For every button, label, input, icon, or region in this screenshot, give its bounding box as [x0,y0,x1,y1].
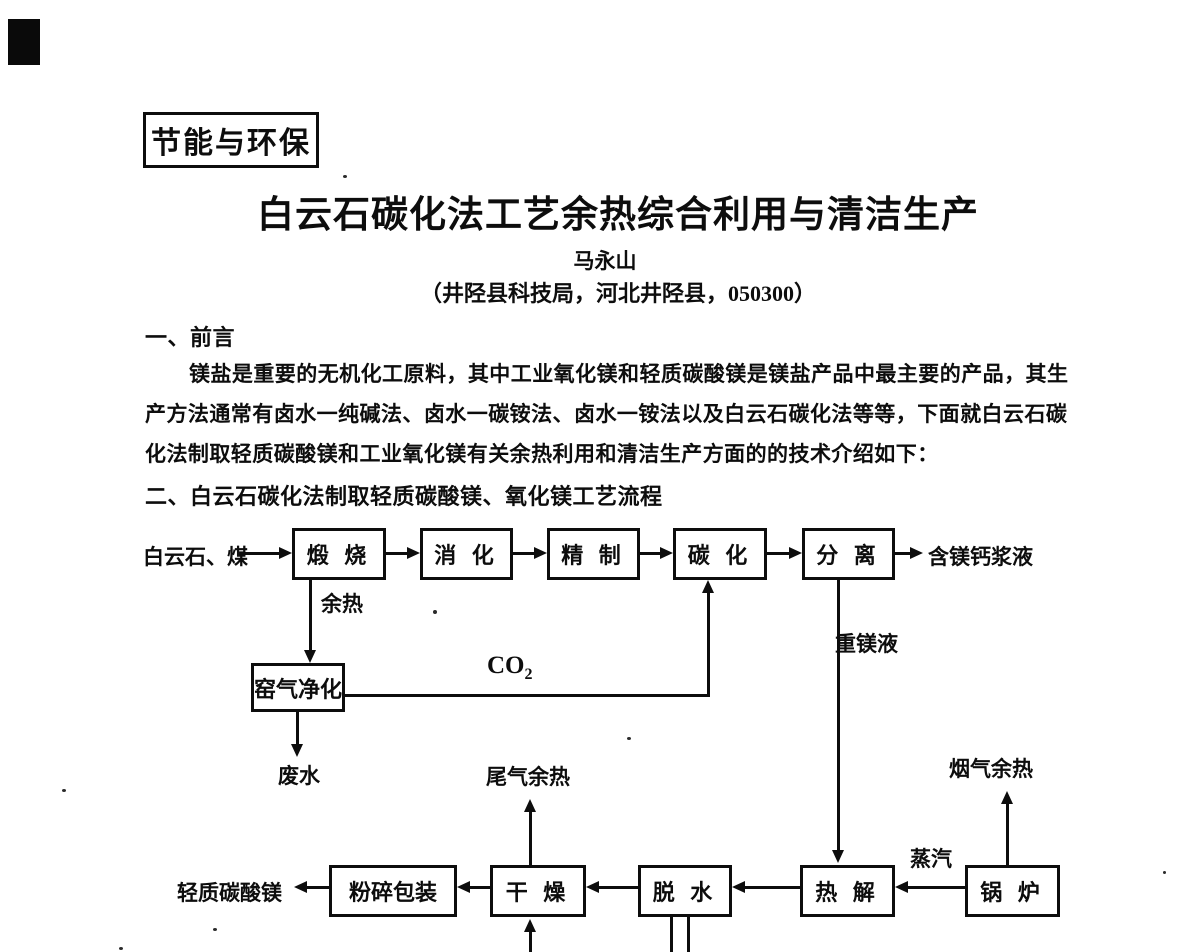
label-output-mg-ca-slurry: 含镁钙浆液 [928,545,1033,569]
edge-co2-horizontal [345,694,710,697]
scan-speck [213,928,217,931]
scan-speck [119,947,123,950]
scan-speck [1163,871,1166,874]
label-input-dolomite-coal: 白云石、煤 [143,545,248,569]
edge-into-drying-bottom [529,931,532,952]
flow-box-calcination: 煅 烧 [292,528,386,580]
flow-box-label: 精 制 [561,543,626,568]
scan-speck [433,610,437,614]
edge-digestion-to-refining [513,552,535,555]
arrowhead-left-icon [457,881,470,893]
arrowhead-right-icon [789,547,802,559]
flow-box-label: 煅 烧 [306,543,372,568]
flow-box-carbonation: 碳 化 [673,528,767,580]
co2-text: CO [487,652,525,679]
flow-box-dewatering: 脱 水 [638,865,732,917]
arrowhead-left-icon [895,881,908,893]
edge-refining-to-carbonation [640,552,661,555]
edge-input-to-calcination [239,552,281,555]
flow-box-boiler: 锅 炉 [965,865,1060,917]
arrowhead-right-icon [407,547,420,559]
arrowhead-left-icon [732,881,745,893]
page-title: 白云石碳化法工艺余热综合利用与清洁生产 [257,195,979,236]
arrowhead-down-icon [304,650,316,663]
flow-box-label: 消 化 [434,543,499,568]
flow-box-crushing-packaging: 粉碎包装 [329,865,457,917]
flow-box-label: 热 解 [815,880,880,905]
edge-boiler-flue-gas [1006,803,1009,865]
co2-subscript: 2 [524,666,533,683]
flow-box-label: 碳 化 [687,543,753,568]
arrowhead-right-icon [534,547,547,559]
edge-carbonation-to-separation [767,552,790,555]
flow-box-separation: 分 离 [802,528,895,580]
flow-box-label: 脱 水 [652,880,718,905]
paragraph-line: 化法制取轻质碳酸镁和工业氧化镁有关余热利用和清洁生产方面的的技术介绍如下： [145,442,939,466]
flow-box-label: 干 燥 [505,880,571,905]
edge-pyrolysis-to-dewatering [745,886,800,889]
scan-speck [627,737,631,740]
flow-box-label: 分 离 [816,543,881,568]
label-waste-heat: 余热 [321,592,363,616]
edge-dewatering-down-left [670,917,673,952]
edge-dewatering-to-drying [599,886,638,889]
edge-calcination-waste-heat [309,580,312,651]
section2-heading: 二、白云石碳化法制取轻质碳酸镁、氧化镁工艺流程 [145,484,663,509]
edge-co2-vertical [707,592,710,696]
arrowhead-right-icon [910,547,923,559]
paragraph-line: 镁盐是重要的无机化工原料，其中工业氧化镁和轻质碳酸镁是镁盐产品中最主要的产品，其… [189,362,1069,386]
paragraph-line: 产方法通常有卤水一纯碱法、卤水一碳铵法、卤水一铵法以及白云石碳化法等等，下面就白… [145,402,1068,426]
edge-calcination-to-digestion [386,552,408,555]
flow-box-label: 粉碎包装 [348,880,437,905]
edge-drying-tail-gas [529,811,532,865]
flow-box-pyrolysis: 热 解 [800,865,895,917]
label-tail-gas-heat: 尾气余热 [486,765,570,789]
edge-heavy-mg-liquid [837,580,840,851]
arrowhead-down-icon [832,850,844,863]
arrowhead-up-icon [524,919,536,932]
label-flue-gas-heat: 烟气余热 [949,757,1033,781]
scan-speck [343,175,347,178]
edge-separation-to-output [895,552,911,555]
arrowhead-left-icon [294,881,307,893]
label-heavy-mg-liquid: 重镁液 [835,632,898,656]
arrowhead-up-icon [702,580,714,593]
arrowhead-up-icon [1001,791,1013,804]
edge-dewatering-down-right [687,917,690,952]
flow-box-label: 窑气净化 [254,676,343,702]
arrowhead-left-icon [586,881,599,893]
author-name: 马永山 [573,249,637,273]
column-header-label: 节能与环保 [151,127,311,160]
label-co2: CO2 [487,652,533,684]
flow-box-label: 锅 炉 [980,880,1045,905]
edge-drying-to-crushing [470,886,490,889]
scan-artifact-block [8,19,40,65]
arrowhead-up-icon [524,799,536,812]
flow-box-digestion: 消 化 [420,528,513,580]
flow-box-kiln-gas-purification: 窑气净化 [251,663,345,712]
label-steam: 蒸汽 [910,847,952,871]
edge-purification-to-wastewater [296,712,299,745]
scan-speck [62,789,66,792]
arrowhead-right-icon [660,547,673,559]
flow-box-refining: 精 制 [547,528,640,580]
flow-box-drying: 干 燥 [490,865,586,917]
column-header-box: 节能与环保 [143,112,319,168]
label-light-mgco3: 轻质碳酸镁 [177,881,282,905]
edge-crushing-to-output [307,886,329,889]
author-affiliation: （井陉县科技局，河北井陉县，050300） [419,281,816,306]
arrowhead-down-icon [291,744,303,757]
label-waste-water: 废水 [278,764,320,788]
arrowhead-right-icon [279,547,292,559]
section1-heading: 一、前言 [145,325,236,350]
edge-boiler-to-pyrolysis [908,886,965,889]
